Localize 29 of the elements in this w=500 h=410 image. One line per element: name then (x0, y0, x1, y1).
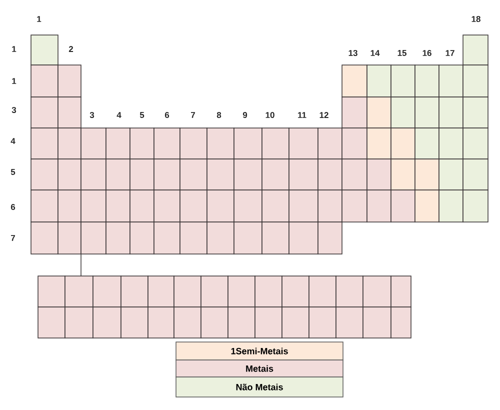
legend-entry: Não Metais (176, 376, 344, 398)
group-number: 8 (216, 112, 222, 118)
group-number: 12 (320, 112, 328, 118)
group-number: 17 (446, 50, 454, 56)
group-number: 14 (370, 50, 380, 56)
group-number: 5 (140, 112, 144, 118)
connector-line (80, 254, 82, 276)
group-number: 7 (191, 112, 195, 118)
period-number: 1 (12, 46, 16, 52)
group-number: 11 (298, 112, 306, 118)
period-number: 4 (10, 138, 16, 144)
group-number: 9 (242, 112, 248, 118)
group-number: 6 (164, 112, 170, 118)
group-number: 18 (472, 16, 480, 22)
group-number: 13 (348, 50, 358, 56)
legend-entry: Metais (176, 360, 344, 378)
group-number: 10 (266, 112, 274, 118)
group-number: 16 (422, 50, 432, 56)
group-number: 2 (68, 46, 74, 52)
group-number: 15 (398, 50, 406, 56)
period-number: 3 (12, 107, 16, 114)
group-number: 3 (90, 112, 94, 118)
period-number: 1 (12, 78, 16, 84)
legend-entry: 1Semi-Metais (176, 342, 344, 360)
group-number: 4 (116, 112, 122, 118)
period-number: 7 (11, 235, 15, 241)
group-number: 1 (37, 16, 42, 22)
period-number: 5 (10, 169, 16, 175)
period-number: 6 (10, 204, 16, 210)
